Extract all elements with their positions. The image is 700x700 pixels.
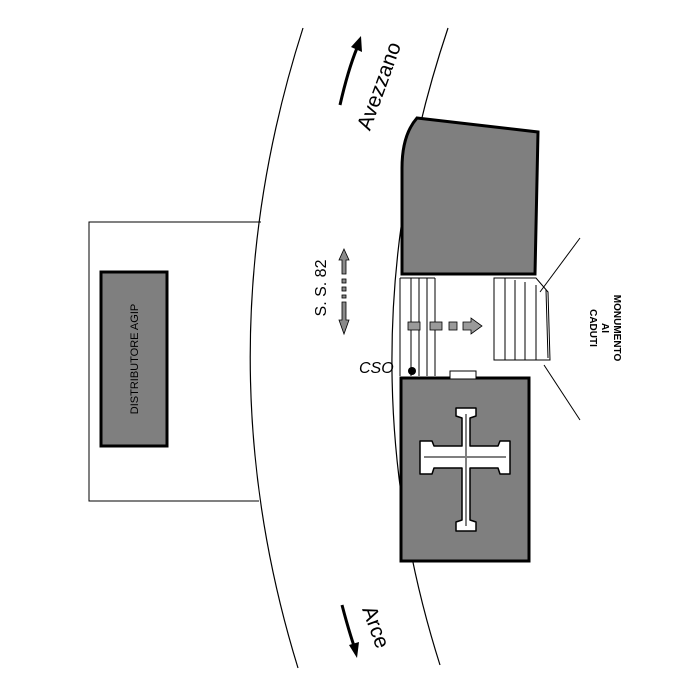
road-label: S. S. 82 <box>313 259 330 316</box>
north-direction-arrow <box>338 36 362 106</box>
north-building <box>400 116 540 276</box>
road-direction-arrow <box>338 248 350 336</box>
south-direction-arrow <box>340 604 359 658</box>
monument-label-line2: AI <box>599 323 610 333</box>
arrow-icon <box>407 317 483 335</box>
south-direction-label: Arce <box>357 603 393 651</box>
monument-label-line1: MONUMENTO <box>611 295 622 362</box>
steps-east <box>493 277 551 361</box>
cso-marker <box>408 367 416 375</box>
distributor-label: DISTRIBUTORE AGIP <box>129 304 141 414</box>
church-entrance-step <box>449 370 477 380</box>
cso-label: CSO <box>359 360 394 377</box>
monument-line-south <box>543 364 581 421</box>
distributor-lot <box>88 221 261 502</box>
road-edge-west <box>249 27 304 669</box>
north-direction-label: Avezzano <box>353 39 406 133</box>
cross-pattee-icon <box>419 407 511 532</box>
monument-line-north <box>539 237 581 293</box>
monument-label-line3: CADUTI <box>587 309 598 347</box>
distributor-building <box>99 270 169 448</box>
